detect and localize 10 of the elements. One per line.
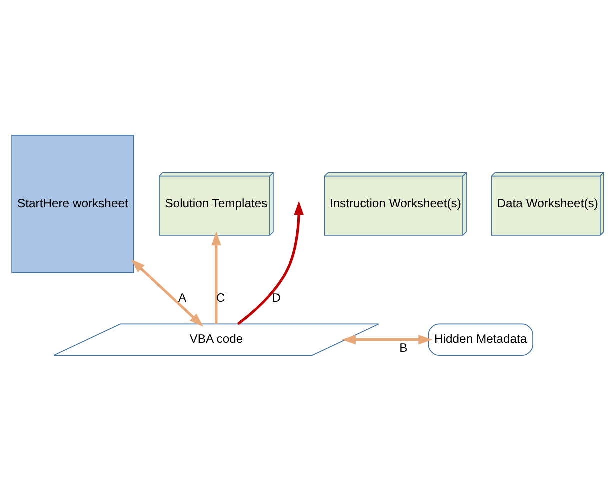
arrow: [212, 232, 222, 324]
arrow: [131, 259, 204, 327]
edge-label: B: [400, 341, 408, 356]
node-box: StartHere worksheet: [12, 135, 134, 274]
edge-label: D: [272, 290, 281, 305]
edge-label: C: [216, 290, 226, 305]
arrow: [342, 334, 433, 345]
node-box: Hidden Metadata: [428, 324, 534, 356]
edge-label: A: [178, 290, 187, 305]
arrow: [237, 201, 304, 326]
